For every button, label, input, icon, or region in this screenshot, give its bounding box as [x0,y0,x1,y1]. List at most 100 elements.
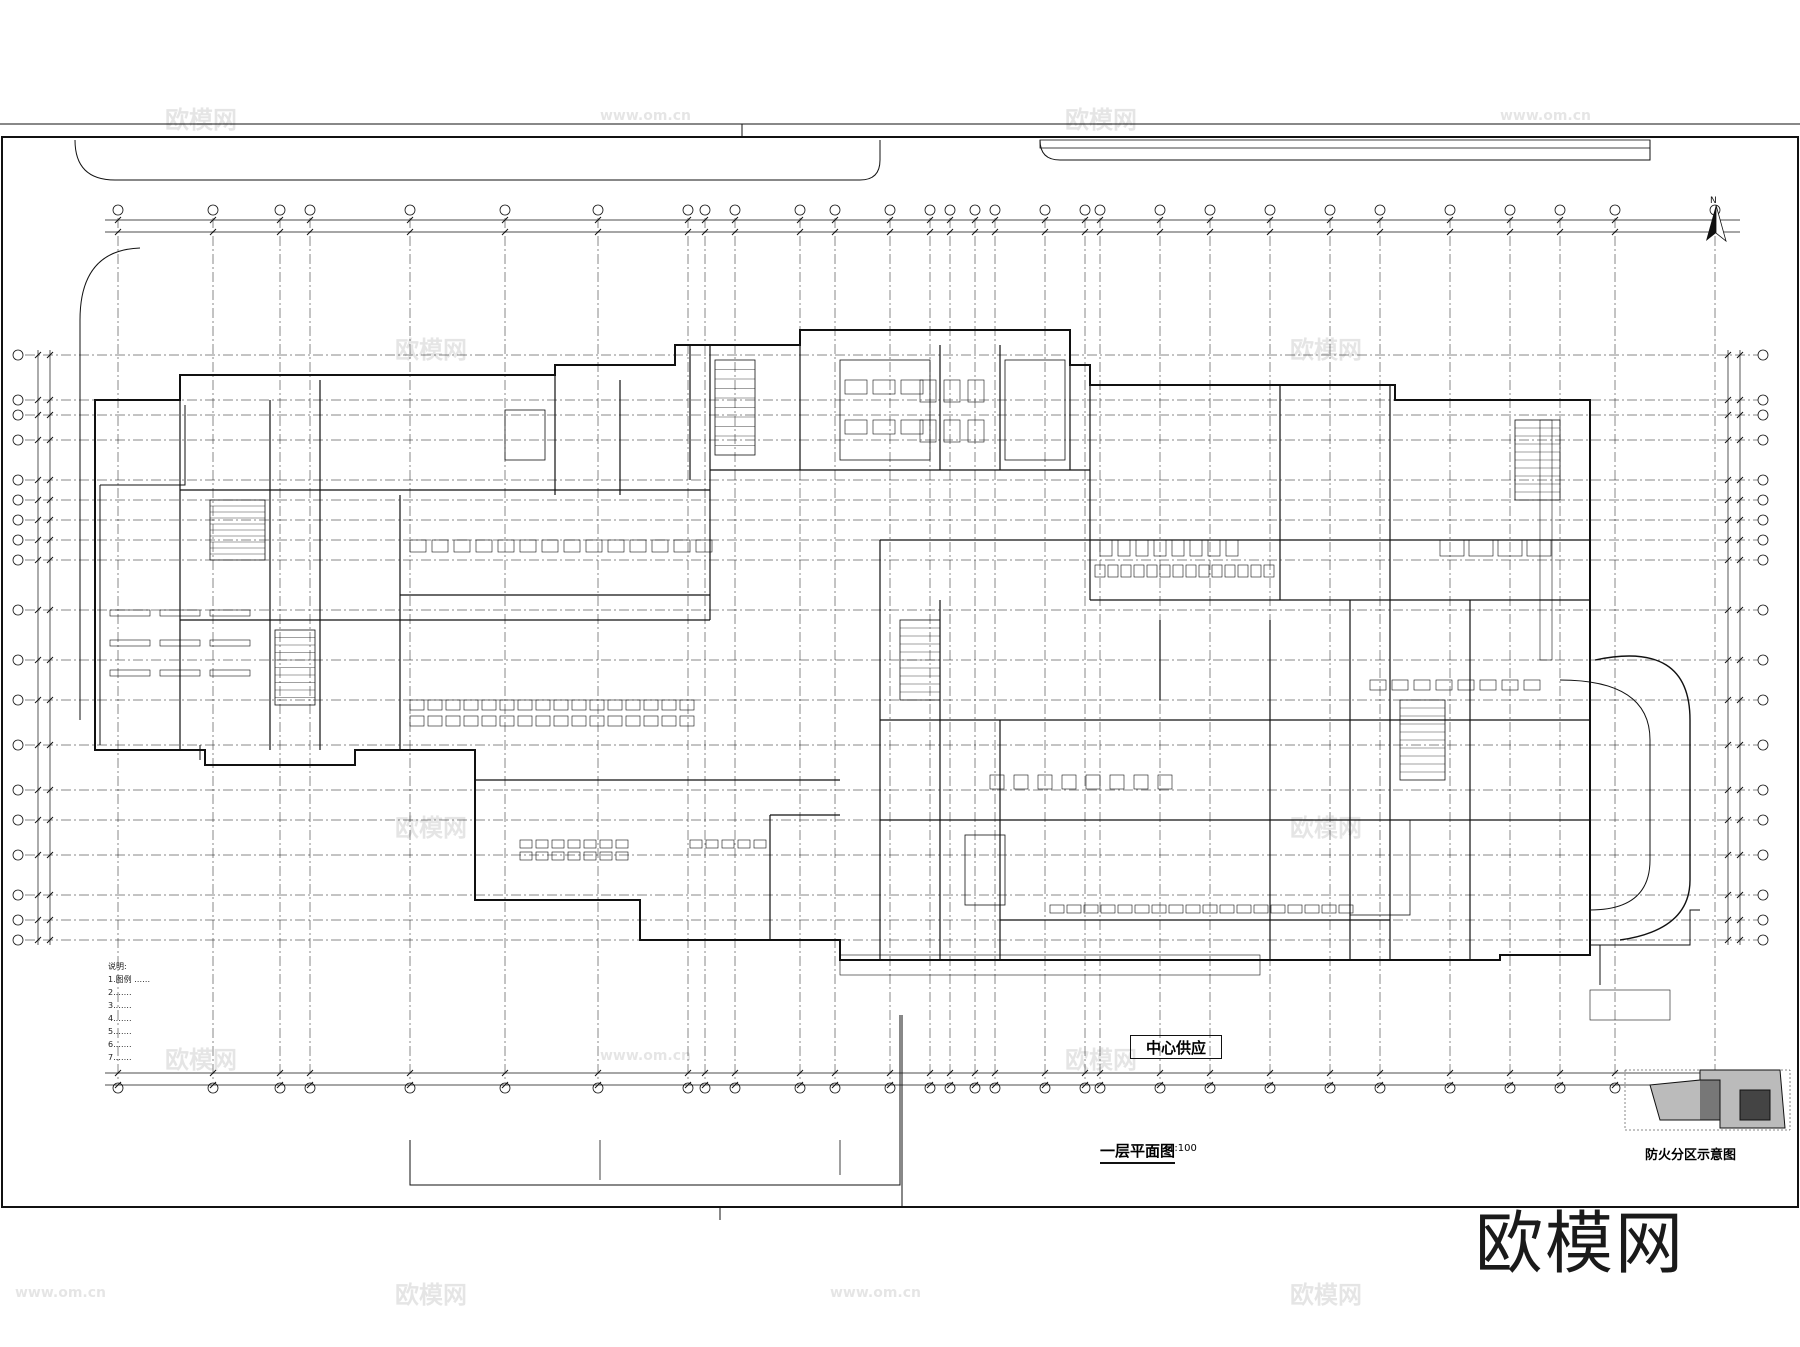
grid-bubble [884,204,896,216]
grid-bubble [1204,204,1216,216]
furniture-item [209,609,251,617]
dimension-tick [1266,1069,1274,1077]
furniture-item [599,851,613,861]
brand-watermark: 欧模网 [1475,1205,1686,1284]
dimension-tick [1081,1069,1089,1077]
furniture-item [661,699,677,711]
grid-bubble [924,1082,936,1094]
dimension-tick [1736,396,1744,404]
grid-bubble [12,694,24,706]
dimension-tick [1506,216,1514,224]
dimension-tick [34,936,42,944]
furniture-item [535,851,549,861]
dimension-tick [1736,851,1744,859]
stairs [209,359,1561,781]
grid-bubble [274,1082,286,1094]
furniture-item [517,715,533,727]
dimension-tick [46,556,54,564]
dimension-tick [1724,436,1732,444]
dimension-tick [991,1081,999,1089]
grid-bubble [304,1082,316,1094]
dimension-tick [501,1081,509,1089]
furniture-item [551,851,565,861]
grid-bubble [1757,349,1769,361]
grid-bubble [12,914,24,926]
dimension-tick [406,216,414,224]
dimension-tick [1736,351,1744,359]
note-line: 2.…… [108,988,132,997]
furniture-item [679,699,695,711]
dimension-tick [1376,216,1384,224]
dimension-tick [796,1081,804,1089]
dimension-tick [1736,516,1744,524]
grid-bubble [989,1082,1001,1094]
furniture-item [585,539,603,553]
grid-bubble [1264,204,1276,216]
grid-bubble [404,204,416,216]
furniture-item [919,419,937,443]
dimension-tick [1724,816,1732,824]
dimension-tick [46,436,54,444]
grid-bubble [1757,409,1769,421]
furniture-item [1304,904,1320,914]
dimension-tick [209,228,217,236]
dimension-tick [1556,228,1564,236]
dimension-tick [1096,1069,1104,1077]
furniture-item [453,539,471,553]
dimension-tick [831,1069,839,1077]
dimension-tick [46,411,54,419]
furniture-item [643,715,659,727]
grid-bubble [1264,1082,1276,1094]
dimension-tick [1266,228,1274,236]
furniture-item [1207,539,1221,557]
drawing-frame [1,136,1799,1208]
watermark-url: www.om.cn [600,1048,692,1064]
dimension-tick [1376,228,1384,236]
furniture-item [1287,904,1303,914]
grid-bubble [12,849,24,861]
dimension-tick [501,216,509,224]
watermark-url: www.om.cn [830,1285,922,1301]
furniture-item [737,839,751,849]
dimension-tick [594,216,602,224]
note-line: 7.…… [108,1053,132,1062]
dimension-tick [276,228,284,236]
furniture-item [607,699,623,711]
grid-bubble [12,934,24,946]
furniture-item [1236,904,1252,914]
dimension-tick [276,216,284,224]
furniture-item [1338,904,1354,914]
furniture-item [1066,904,1082,914]
watermark: 欧模网 [395,814,467,842]
dimension-tick [1736,891,1744,899]
grid-bubble [729,204,741,216]
furniture-item [625,699,641,711]
watermark: 欧模网 [1065,106,1137,134]
dimension-tick [1611,216,1619,224]
furniture-item [535,699,551,711]
watermark-url: www.om.cn [600,108,692,124]
note-line: 1.图例 …… [108,975,151,984]
furniture-item [481,715,497,727]
furniture-item [463,699,479,711]
dimension-tick [1156,1081,1164,1089]
dimension-tick [1736,786,1744,794]
dimension-tick [34,741,42,749]
furniture-item [499,715,515,727]
plan-scale: 1:100 [1168,1143,1197,1154]
dimension-tick [1096,216,1104,224]
dimension-tick [46,851,54,859]
dimension-tick [1266,1081,1274,1089]
grid-bubble [1757,849,1769,861]
furniture-item [1120,564,1132,578]
dimension-tick [796,228,804,236]
dimension-tick [796,1069,804,1077]
dimension-tick [1736,556,1744,564]
grid-bubble [1079,204,1091,216]
dimension-tick [34,816,42,824]
grid-bubble [12,434,24,446]
dimension-tick [946,1069,954,1077]
furniture-item [1168,904,1184,914]
furniture-item [519,539,537,553]
